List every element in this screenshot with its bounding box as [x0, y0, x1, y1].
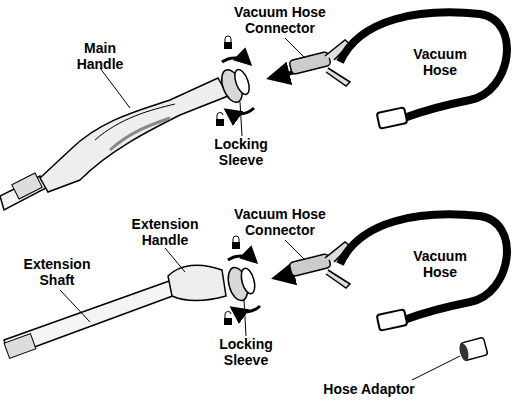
- part-label: Hose Adaptor: [314, 381, 424, 397]
- part-label: Locking Sleeve: [205, 136, 277, 168]
- connector-label: Vacuum Hose Connector: [220, 206, 340, 238]
- part-label: Extension Shaft: [14, 256, 100, 288]
- part-label: Vacuum Hose: [405, 248, 475, 280]
- part-label: Locking Sleeve: [210, 336, 282, 368]
- extension-assembly: [4, 214, 507, 380]
- part-label: Main Handle: [70, 40, 130, 72]
- part-label: Extension Handle: [122, 216, 208, 248]
- connector-label: Vacuum Hose Connector: [220, 4, 340, 36]
- main-handle-assembly: [0, 12, 507, 210]
- part-label: Vacuum Hose: [405, 46, 475, 78]
